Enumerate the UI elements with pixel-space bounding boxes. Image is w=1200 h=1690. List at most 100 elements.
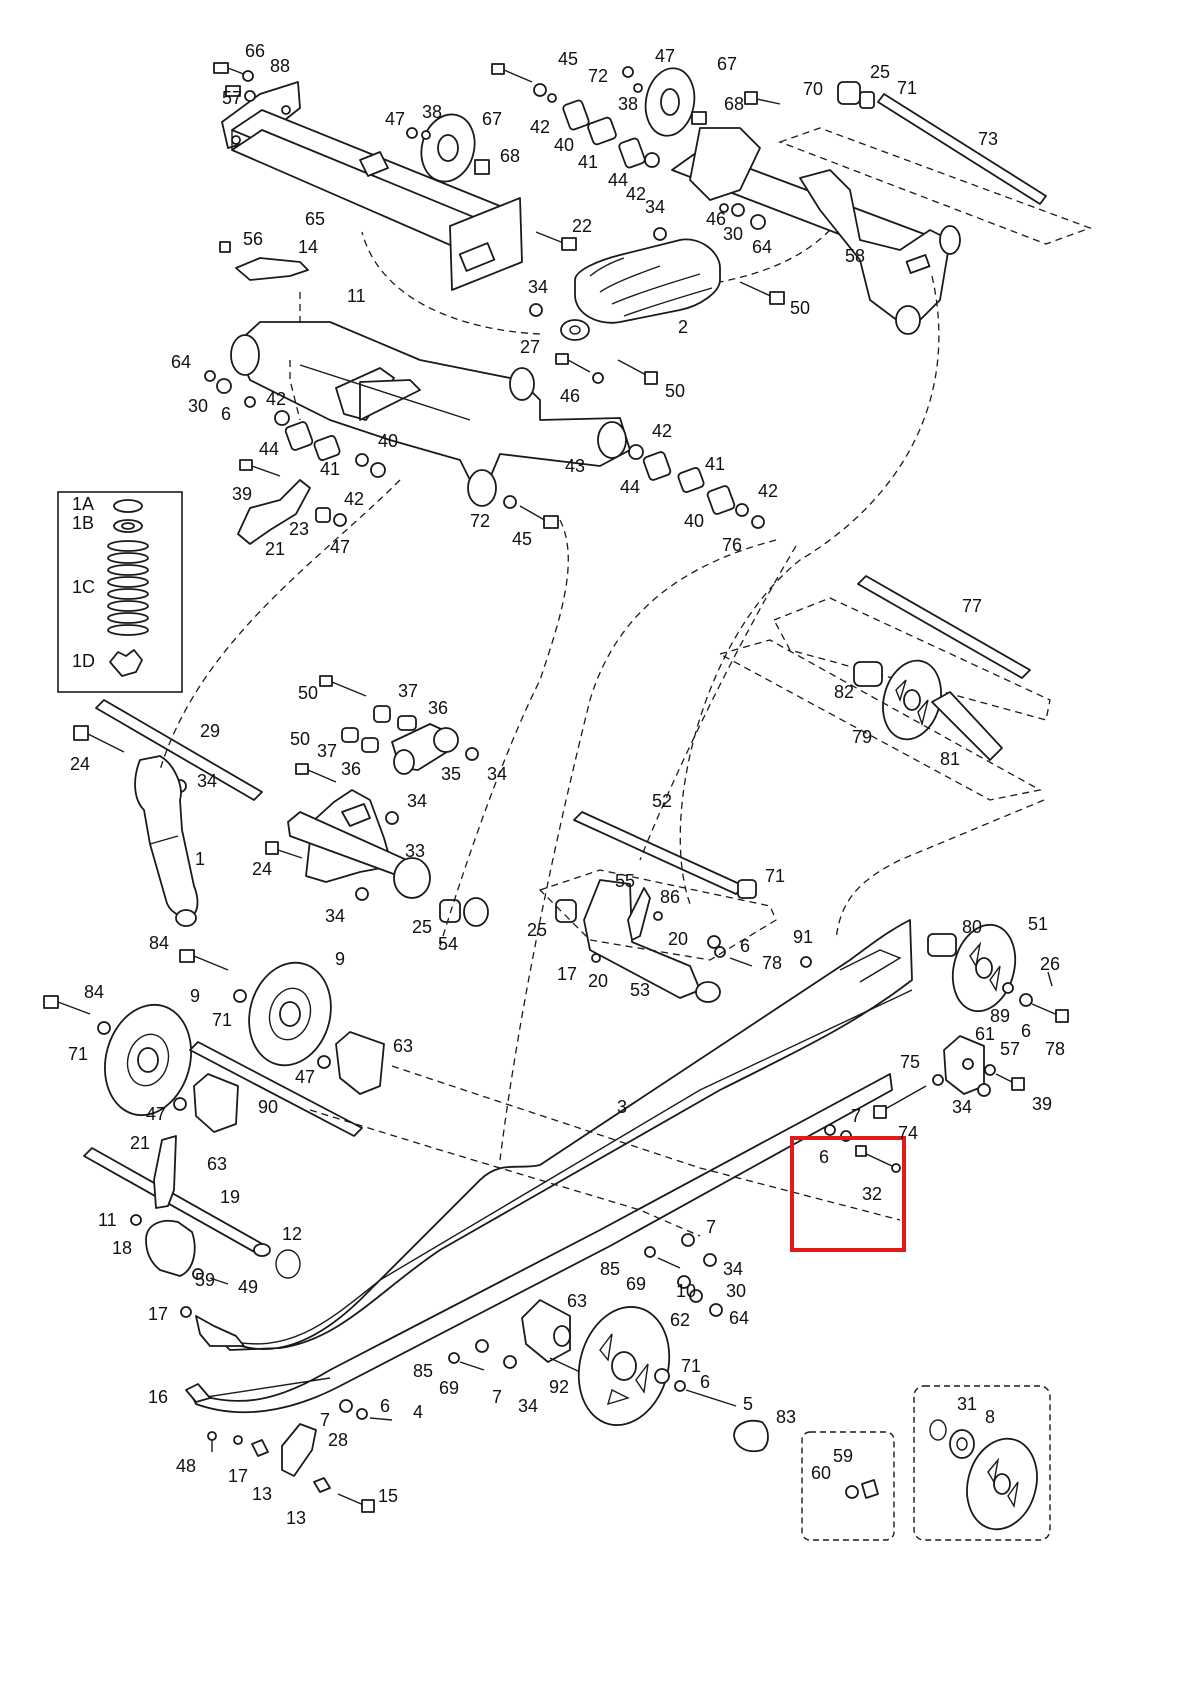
callout-24: 24 bbox=[70, 754, 90, 774]
callout-34: 34 bbox=[952, 1097, 972, 1117]
callout-34: 34 bbox=[487, 764, 507, 784]
callout-12: 12 bbox=[282, 1224, 302, 1244]
callout-74: 74 bbox=[898, 1123, 918, 1143]
callout-91: 91 bbox=[793, 927, 813, 947]
assembly-guide-lines bbox=[159, 229, 1045, 1161]
center-arm-43 bbox=[230, 321, 631, 507]
callout-22: 22 bbox=[572, 216, 592, 236]
bolt-50-upper bbox=[739, 281, 785, 305]
shaft-52-assembly bbox=[538, 811, 777, 1003]
bolt-50-mid bbox=[555, 353, 658, 385]
callout-54: 54 bbox=[438, 934, 458, 954]
idler-wheel-9-left bbox=[43, 995, 192, 1117]
bolt-22 bbox=[535, 231, 577, 251]
callout-35: 35 bbox=[441, 764, 461, 784]
callout-42: 42 bbox=[626, 184, 646, 204]
callout-85: 85 bbox=[413, 1361, 433, 1381]
callout-7: 7 bbox=[492, 1387, 502, 1407]
inset-31-8-wheel bbox=[913, 1385, 1051, 1541]
callout-47: 47 bbox=[385, 109, 405, 129]
callout-23: 23 bbox=[289, 519, 309, 539]
callout-34: 34 bbox=[723, 1259, 743, 1279]
shaft-73 bbox=[778, 81, 1092, 245]
callout-6: 6 bbox=[819, 1147, 829, 1167]
callout-57: 57 bbox=[222, 88, 242, 108]
idler-wheel-9-right bbox=[179, 949, 332, 1067]
callout-33: 33 bbox=[405, 841, 425, 861]
callout-51: 51 bbox=[1028, 914, 1048, 934]
callout-42: 42 bbox=[652, 421, 672, 441]
callout-30: 30 bbox=[188, 396, 208, 416]
callout-90: 90 bbox=[258, 1097, 278, 1117]
callout-78: 78 bbox=[1045, 1039, 1065, 1059]
callout-68: 68 bbox=[500, 146, 520, 166]
callout-36: 36 bbox=[341, 759, 361, 779]
callout-30: 30 bbox=[726, 1281, 746, 1301]
callout-47: 47 bbox=[330, 537, 350, 557]
callout-28: 28 bbox=[328, 1430, 348, 1450]
callout-62: 62 bbox=[670, 1310, 690, 1330]
callout-57: 57 bbox=[1000, 1039, 1020, 1059]
callout-13: 13 bbox=[252, 1484, 272, 1504]
callout-84: 84 bbox=[84, 982, 104, 1002]
callout-75: 75 bbox=[900, 1052, 920, 1072]
callout-50: 50 bbox=[790, 298, 810, 318]
callout-1D: 1D bbox=[72, 651, 95, 671]
callout-72: 72 bbox=[588, 66, 608, 86]
callout-26: 26 bbox=[1040, 954, 1060, 974]
idler-wheel-67-left bbox=[406, 113, 490, 183]
callout-41: 41 bbox=[578, 152, 598, 172]
callout-42: 42 bbox=[758, 481, 778, 501]
hardware-mid bbox=[339, 1233, 723, 1421]
callout-60: 60 bbox=[811, 1463, 831, 1483]
slide-dashes bbox=[309, 1065, 901, 1237]
callout-6: 6 bbox=[700, 1372, 710, 1392]
wheel-holder-63-upper bbox=[317, 1031, 385, 1095]
callout-72: 72 bbox=[470, 511, 490, 531]
fasteners-top-left bbox=[213, 62, 256, 102]
callout-6: 6 bbox=[740, 936, 750, 956]
shaft-19-assembly bbox=[83, 1135, 301, 1285]
callout-59: 59 bbox=[195, 1270, 215, 1290]
callout-21: 21 bbox=[265, 539, 285, 559]
callout-47: 47 bbox=[655, 46, 675, 66]
callout-41: 41 bbox=[705, 454, 725, 474]
callout-65: 65 bbox=[305, 209, 325, 229]
rear-arm-shaft-65 bbox=[221, 81, 523, 291]
callout-38: 38 bbox=[618, 94, 638, 114]
callout-49: 49 bbox=[238, 1277, 258, 1297]
callout-42: 42 bbox=[344, 489, 364, 509]
callout-1: 1 bbox=[195, 849, 205, 869]
callout-17: 17 bbox=[228, 1466, 248, 1486]
callout-34: 34 bbox=[197, 771, 217, 791]
callout-1A: 1A bbox=[72, 494, 94, 514]
callout-18: 18 bbox=[112, 1238, 132, 1258]
callout-19: 19 bbox=[220, 1187, 240, 1207]
callout-45: 45 bbox=[558, 49, 578, 69]
callout-67: 67 bbox=[482, 109, 502, 129]
callout-46: 46 bbox=[706, 209, 726, 229]
callout-20: 20 bbox=[668, 929, 688, 949]
bolt-70 bbox=[744, 91, 781, 105]
callout-70: 70 bbox=[803, 79, 823, 99]
fasteners-46-30-64 bbox=[653, 203, 766, 241]
callout-69: 69 bbox=[626, 1274, 646, 1294]
callout-2: 2 bbox=[678, 317, 688, 337]
callout-36: 36 bbox=[428, 698, 448, 718]
callout-32: 32 bbox=[862, 1184, 882, 1204]
callout-42: 42 bbox=[266, 389, 286, 409]
callout-47: 47 bbox=[146, 1104, 166, 1124]
callout-27: 27 bbox=[520, 337, 540, 357]
callout-40: 40 bbox=[378, 431, 398, 451]
callout-76: 76 bbox=[722, 535, 742, 555]
inset-59-60 bbox=[801, 1431, 895, 1541]
callout-46: 46 bbox=[560, 386, 580, 406]
nut-91 bbox=[800, 956, 812, 968]
callout-40: 40 bbox=[554, 135, 574, 155]
callout-63: 63 bbox=[567, 1291, 587, 1311]
bottom-small-parts bbox=[207, 1423, 375, 1513]
callout-34: 34 bbox=[407, 791, 427, 811]
callout-92: 92 bbox=[549, 1377, 569, 1397]
callout-63: 63 bbox=[207, 1154, 227, 1174]
